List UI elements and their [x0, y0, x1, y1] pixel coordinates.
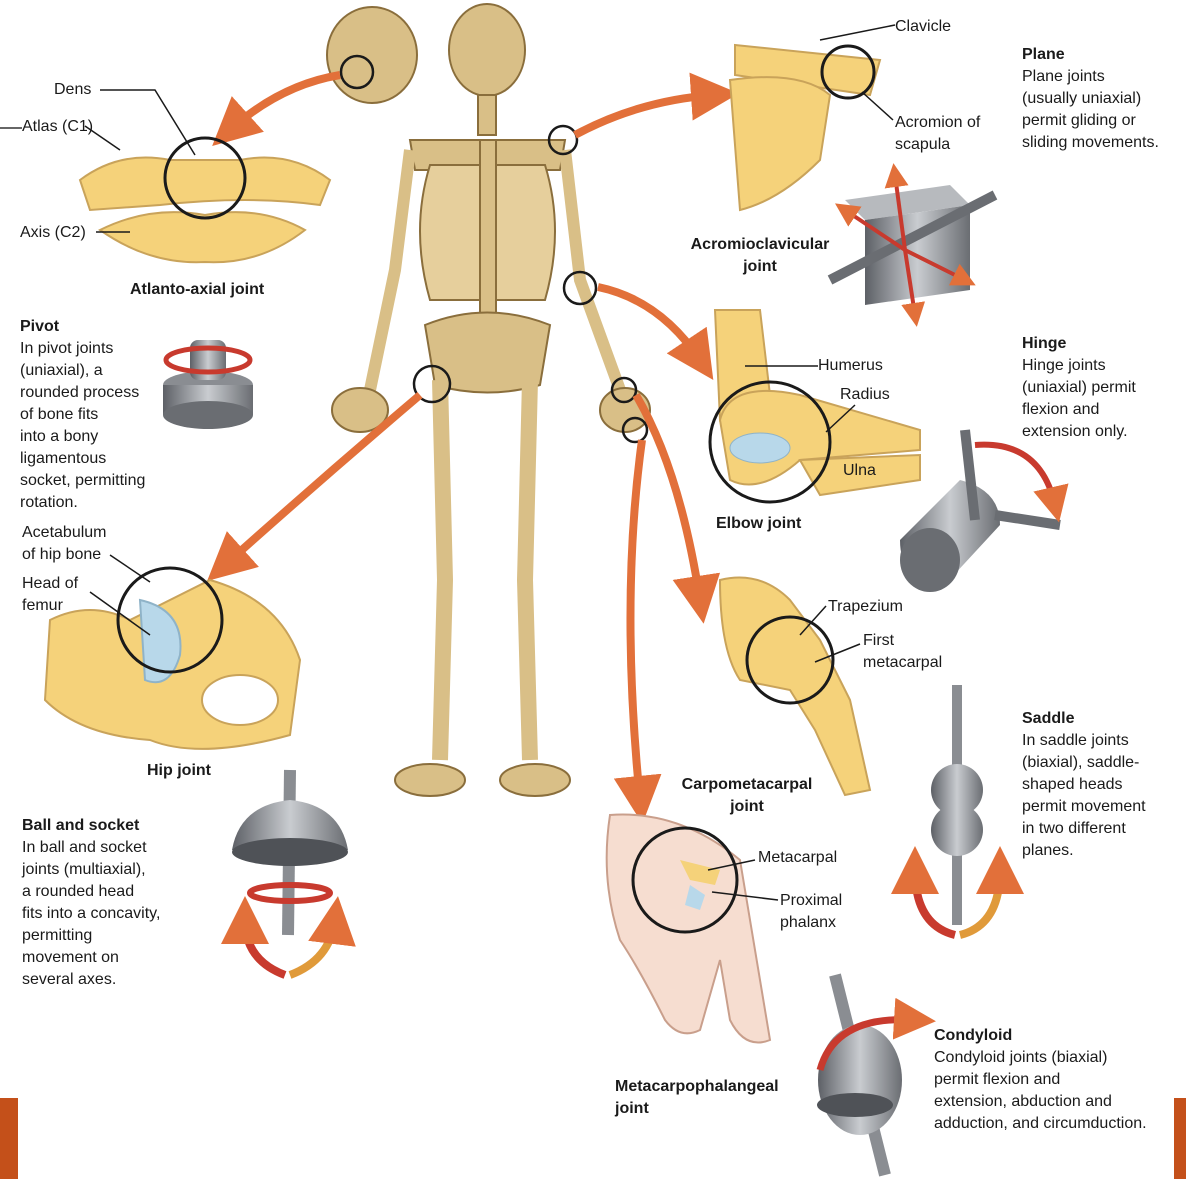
label-metacarpophalangeal-joint: Metacarpophalangeal joint: [615, 1076, 779, 1120]
saddle-description: Saddle In saddle joints (biaxial), saddl…: [1022, 708, 1146, 862]
hand-drawing: [607, 815, 770, 1043]
condyloid-joint-model: [817, 975, 915, 1175]
label-acromion: Acromion of scapula: [895, 112, 980, 156]
pivot-description: Pivot In pivot joints (uniaxial), a roun…: [20, 316, 145, 514]
plane-description: Plane Plane joints (usually uniaxial) pe…: [1022, 44, 1159, 154]
plane-joint-model: [830, 175, 995, 315]
saddle-text: In saddle joints (biaxial), saddle- shap…: [1022, 730, 1146, 862]
label-atlanto-axial-joint: Atlanto-axial joint: [130, 279, 264, 301]
hinge-joint-model: [900, 430, 1060, 592]
saddle-joint-model: [915, 685, 1000, 935]
left-accent-bar: [0, 1098, 18, 1179]
condyloid-description: Condyloid Condyloid joints (biaxial) per…: [934, 1025, 1147, 1135]
label-hip-joint: Hip joint: [147, 760, 211, 782]
label-elbow-joint: Elbow joint: [716, 513, 801, 535]
ball-socket-title: Ball and socket: [22, 815, 160, 837]
label-metacarpal: Metacarpal: [758, 847, 837, 869]
label-ulna: Ulna: [843, 460, 876, 482]
label-carpometacarpal-joint: Carpometacarpal joint: [672, 774, 822, 818]
atlas-axis-bones: [80, 158, 330, 263]
condyloid-title: Condyloid: [934, 1025, 1147, 1047]
skull-front: [449, 4, 525, 96]
label-acetabulum: Acetabulum of hip bone: [22, 522, 107, 566]
ball-socket-description: Ball and socket In ball and socket joint…: [22, 815, 160, 991]
label-trapezium: Trapezium: [828, 596, 903, 618]
spine: [480, 140, 496, 340]
pivot-title: Pivot: [20, 316, 145, 338]
label-head-of-femur: Head of femur: [22, 573, 78, 617]
label-humerus: Humerus: [818, 355, 883, 377]
pivot-text: In pivot joints (uniaxial), a rounded pr…: [20, 338, 145, 514]
label-dens: Dens: [54, 79, 91, 101]
plane-text: Plane joints (usually uniaxial) permit g…: [1022, 66, 1159, 154]
hinge-text: Hinge joints (uniaxial) permit flexion a…: [1022, 355, 1136, 443]
condyloid-text: Condyloid joints (biaxial) permit flexio…: [934, 1047, 1147, 1135]
label-axis: Axis (C2): [20, 222, 86, 244]
label-proximal-phalanx: Proximal phalanx: [780, 890, 842, 934]
right-accent-bar: [1174, 1098, 1186, 1179]
plane-title: Plane: [1022, 44, 1159, 66]
hinge-description: Hinge Hinge joints (uniaxial) permit fle…: [1022, 333, 1136, 443]
ball-socket-model: [232, 770, 348, 975]
left-arm: [370, 150, 410, 390]
pivot-joint-model: [163, 340, 253, 429]
left-leg: [440, 380, 445, 760]
saddle-title: Saddle: [1022, 708, 1146, 730]
label-acromioclavicular-joint: Acromioclavicular joint: [680, 234, 840, 278]
skull-side: [327, 7, 417, 103]
label-first-metacarpal: First metacarpal: [863, 630, 942, 674]
hinge-title: Hinge: [1022, 333, 1136, 355]
label-radius: Radius: [840, 384, 890, 406]
right-leg: [525, 380, 530, 760]
ball-socket-text: In ball and socket joints (multiaxial), …: [22, 837, 160, 991]
right-arm: [565, 150, 620, 390]
label-clavicle: Clavicle: [895, 16, 951, 38]
label-atlas: Atlas (C1): [22, 116, 93, 138]
